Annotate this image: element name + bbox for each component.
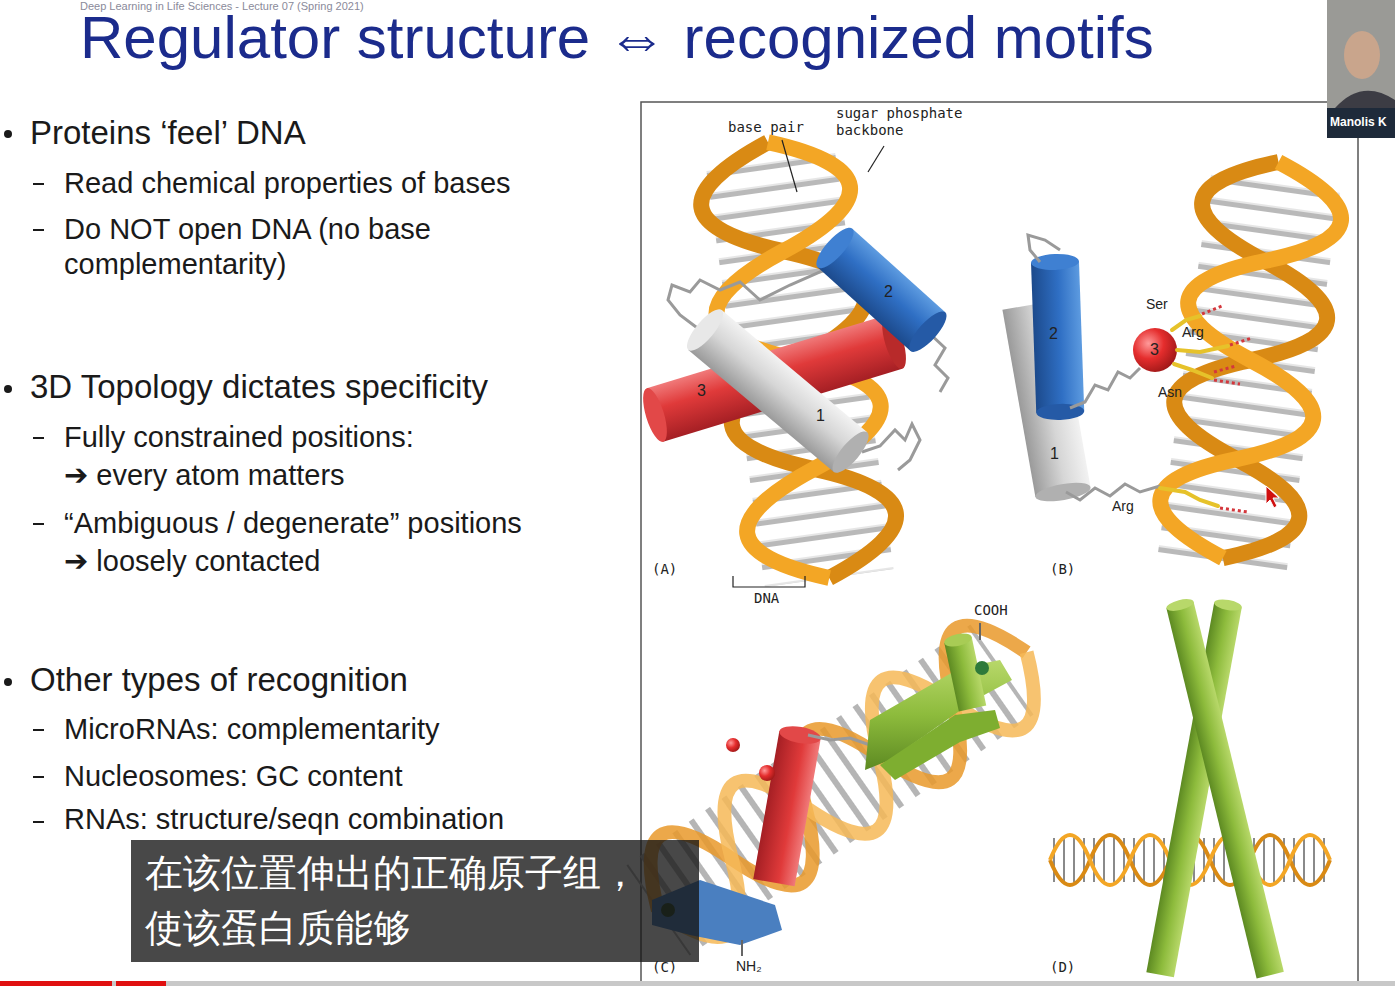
bullet-text: ➔ every atom matters <box>64 458 345 493</box>
callout-number: 1 <box>1050 444 1059 463</box>
callout-number: 3 <box>1150 340 1159 359</box>
figure-label: sugar phosphate backbone <box>836 105 976 139</box>
bullet-text: Proteins ‘feel’ DNA <box>30 113 306 153</box>
figure-label: Arg <box>1182 324 1204 341</box>
bullet-text: MicroRNAs: complementarity <box>64 712 439 747</box>
speaker-name: Manolis K <box>1330 115 1387 129</box>
lecture-header: Deep Learning in Life Sciences - Lecture… <box>80 0 364 13</box>
bullet-text: Other types of recognition <box>30 660 408 700</box>
bullet-text: 3D Topology dictates specificity <box>30 367 488 407</box>
figure-label: DNA <box>754 590 779 607</box>
bullet-text: Read chemical properties of bases <box>64 166 511 201</box>
figure-label: Ser <box>1146 296 1168 313</box>
figure-label: Asn <box>1158 384 1182 401</box>
slide-title: Regulator structure ⇔ recognized motifs <box>80 8 1154 68</box>
figure-label: base pair <box>728 119 804 136</box>
figure-label: NH₂ <box>736 958 762 975</box>
panel-letter: (A) <box>652 561 677 578</box>
bullet-text: Do NOT open DNA (no base complementarity… <box>64 212 504 282</box>
bullet-text: “Ambiguous / degenerate” positions <box>64 506 522 541</box>
panel-letter: (D) <box>1050 959 1075 976</box>
subtitle-text: 在该位置伸出的正确原子组， 使该蛋白质能够 <box>145 846 685 956</box>
figure-label: COOH <box>974 602 1008 619</box>
figure-label: Arg <box>1112 498 1134 515</box>
callout-number: 2 <box>884 282 893 301</box>
bullet-text: Fully constrained positions: <box>64 420 414 455</box>
callout-number: 3 <box>697 381 706 400</box>
callout-number: 2 <box>1049 324 1058 343</box>
subtitle-box: 在该位置伸出的正确原子组， 使该蛋白质能够 <box>131 840 699 962</box>
panel-letter: (B) <box>1050 561 1075 578</box>
bullet-text: Nucleosomes: GC content <box>64 759 402 794</box>
bullet-text: ➔ loosely contacted <box>64 544 320 579</box>
callout-number: 1 <box>816 406 825 425</box>
bullet-text: RNAs: structure/seqn combination <box>64 802 504 837</box>
